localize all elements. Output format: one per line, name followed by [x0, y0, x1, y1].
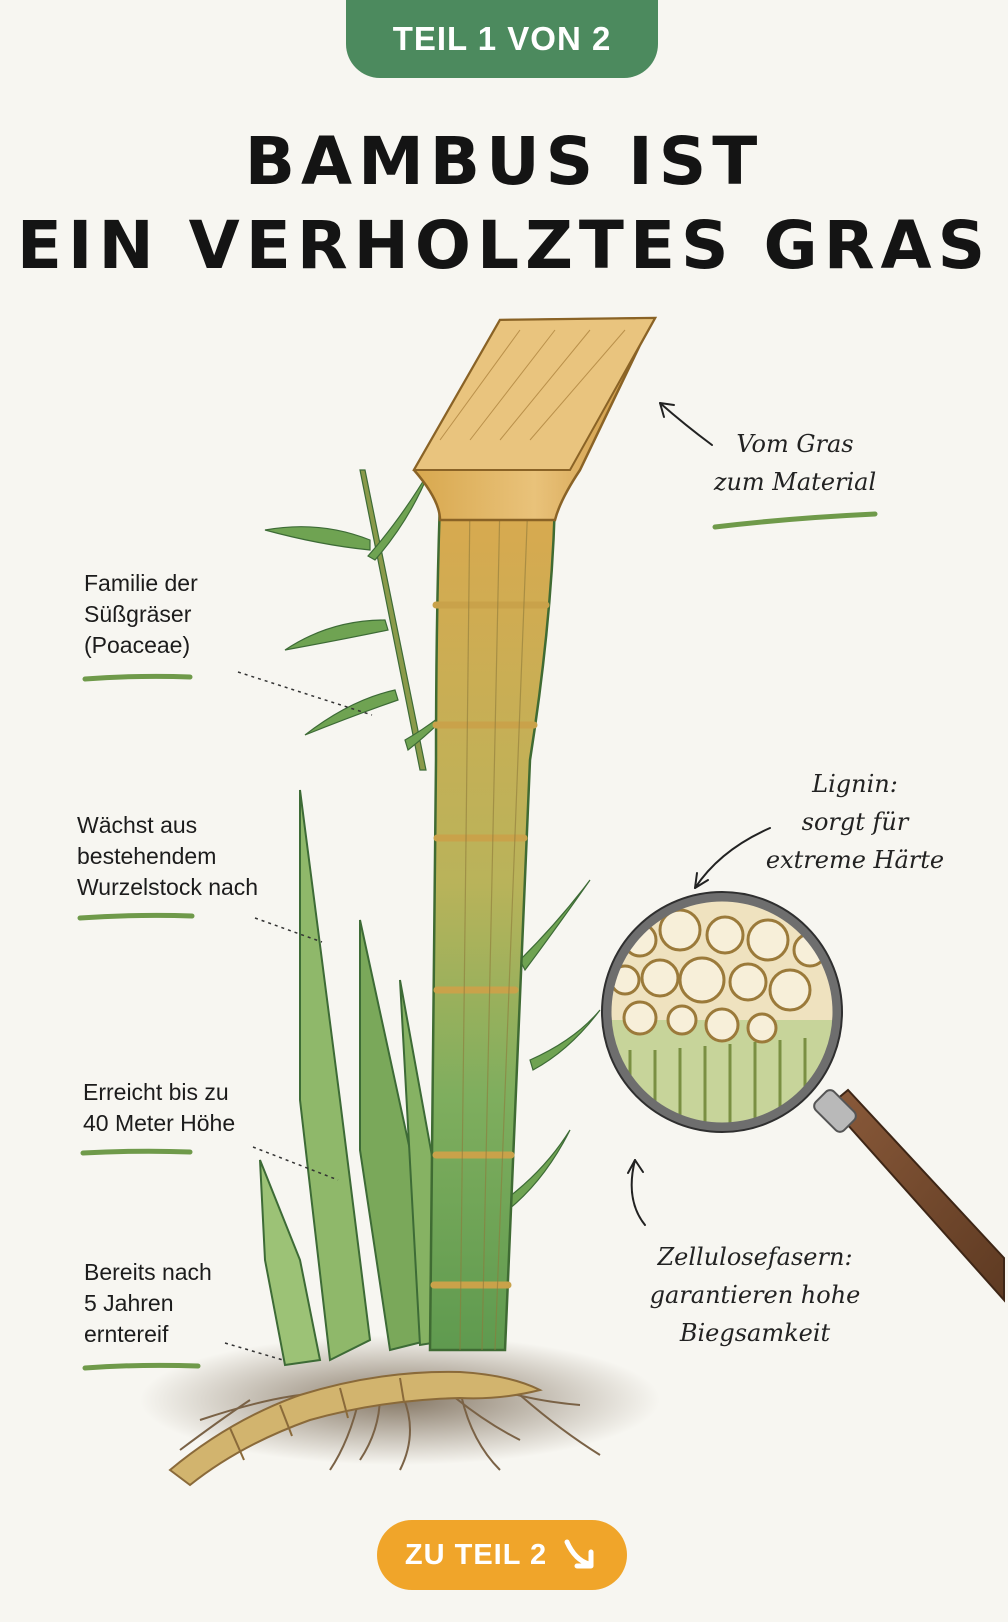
note-lignin: Lignin: sorgt für extreme Härte [765, 770, 945, 874]
bamboo-culm [428, 498, 557, 1352]
label-growth: Wächst aus bestehendem Wurzelstock nach [77, 812, 259, 900]
label-height: Erreicht bis zu 40 Meter Höhe [83, 1079, 236, 1136]
rhizome-nodes [229, 1377, 405, 1461]
label-harvest: Bereits nach 5 Jahren erntereif [84, 1259, 212, 1347]
note-material: Vom Gras zum Material [713, 430, 877, 496]
culm-nodes [430, 601, 550, 1289]
culm-grain [459, 499, 529, 1351]
annotation-arrows [627, 402, 771, 1226]
label-underlines [77, 511, 878, 1371]
arrow-down-right-icon [561, 1536, 599, 1574]
part-badge: TEIL 1 VON 2 [346, 0, 658, 78]
young-shoots [259, 789, 452, 1367]
next-part-label: ZU TEIL 2 [404, 1538, 548, 1571]
title-line-2: EIN VERHOLZTES GRAS [16, 207, 992, 284]
note-cellulose: Zellulosefasern: garantieren hohe Biegsa… [649, 1243, 861, 1347]
page-title: BAMBUS IST EIN VERHOLZTES GRAS [0, 120, 1008, 288]
bamboo-leaves [264, 469, 601, 1212]
leader-lines [224, 671, 373, 1361]
wood-beam-top [412, 316, 657, 471]
magnifier-handle [828, 1088, 1005, 1303]
rhizome [168, 1370, 543, 1487]
label-family: Familie der Süßgräser (Poaceae) [84, 570, 198, 658]
magnifier-collar [813, 1089, 857, 1133]
magnifier-rim [602, 892, 842, 1132]
wood-beam-grain [439, 329, 626, 441]
title-line-1: BAMBUS IST [244, 123, 764, 200]
next-part-button[interactable]: ZU TEIL 2 [377, 1520, 627, 1590]
